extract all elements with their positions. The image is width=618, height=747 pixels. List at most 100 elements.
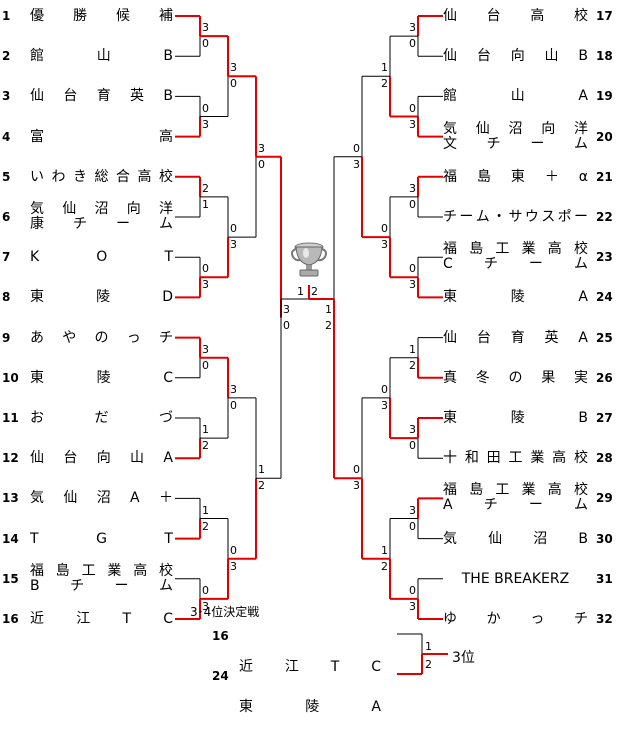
score: 3 [258, 141, 265, 155]
name-char: 英 [544, 329, 559, 346]
team-seed: 8 [2, 290, 11, 305]
name-char: A [578, 329, 588, 346]
score: 2 [325, 318, 332, 332]
name-char: の [94, 329, 109, 346]
name-char: 高 [133, 562, 148, 579]
name-char: 台 [476, 329, 491, 346]
name-char: 山 [510, 88, 525, 105]
name-char: ム [159, 216, 173, 232]
team-seed: 21 [596, 169, 613, 184]
name-char: ー [528, 497, 543, 514]
name-char: 島 [55, 562, 70, 579]
trophy-graphic [291, 242, 327, 277]
name-char: ー [528, 256, 543, 273]
name-char: や [62, 329, 77, 346]
team-seed: 9 [2, 330, 11, 345]
name-char: B [163, 88, 173, 105]
score: 0 [202, 101, 209, 115]
name-char: 工 [508, 450, 523, 467]
score: 3 [202, 117, 209, 131]
name-char: 陵 [305, 699, 320, 715]
name-char: 仙 [62, 201, 77, 217]
name-char: 校 [573, 241, 588, 258]
name-char: 仙 [443, 48, 457, 65]
name-char: 業 [530, 450, 545, 467]
team-seed: 5 [2, 169, 11, 184]
name-char: 洋 [574, 120, 588, 137]
name-char: チ [443, 209, 457, 225]
score: 2 [381, 77, 388, 91]
name-char: T [30, 530, 39, 547]
team-seed: 7 [2, 250, 11, 265]
team-seed: 20 [596, 129, 613, 144]
name-char: チ [159, 329, 173, 346]
name-char: ム [573, 256, 588, 273]
name-char: 台 [63, 88, 78, 105]
name-char: 勝 [73, 8, 87, 24]
score: 1 [325, 302, 332, 316]
name-char: ー [574, 209, 588, 225]
name-char: か [486, 611, 501, 627]
team-name-text: いわき総合高校 [30, 169, 173, 185]
score: 0 [258, 157, 265, 171]
team-seed: 29 [596, 491, 613, 506]
name-char: 合 [116, 168, 130, 185]
name-char: 仙 [443, 8, 457, 24]
name-char: 江 [76, 611, 91, 627]
score: 3 [409, 181, 416, 195]
score: 0 [230, 77, 237, 91]
name-char: 校 [159, 168, 173, 185]
third-place-score-bottom: 2 [425, 658, 432, 671]
name-char: 島 [469, 241, 484, 258]
bracket-lines [175, 15, 448, 675]
name-char: 冬 [475, 369, 490, 386]
team-name: チーム・サウスポー [443, 209, 588, 225]
score: 3 [409, 599, 416, 613]
score: 0 [230, 222, 237, 236]
name-char: 館 [30, 48, 44, 65]
score: 3 [230, 559, 237, 573]
name-char: 仙 [30, 88, 44, 105]
score: 2 [202, 439, 209, 453]
name-char: C [163, 611, 173, 627]
team-name-line: 気仙沼向洋 [443, 120, 588, 137]
name-char: 育 [510, 329, 525, 346]
team-name: 気仙沼向洋文チーム [443, 120, 588, 152]
name-char: 向 [541, 120, 556, 137]
team-seed: 1 [2, 9, 11, 23]
name-char: 沼 [533, 530, 548, 547]
name-char: 福 [443, 241, 457, 258]
name-char: っ [126, 329, 141, 346]
team-name: 十和田工業高校 [443, 450, 588, 466]
team-seed: 28 [596, 451, 613, 466]
team-seed: 18 [596, 49, 613, 64]
name-char: ム [475, 209, 490, 225]
final-score-left: 1 [297, 285, 304, 298]
score: 3 [230, 238, 237, 252]
name-char: 東 [443, 289, 457, 306]
score: 3 [409, 423, 416, 437]
name-char: A [163, 450, 173, 467]
name-char: A [578, 289, 588, 306]
name-char: 向 [126, 201, 141, 217]
name-char: T [164, 530, 173, 547]
name-char: 補 [159, 8, 173, 24]
name-char: 校 [158, 562, 173, 579]
final-score-right: 2 [311, 285, 318, 298]
name-char: 東 [30, 289, 44, 306]
name-char: D [162, 289, 173, 306]
name-char: 気 [443, 530, 457, 547]
team-name-line: 福島工業高校 [443, 483, 588, 498]
score: 3 [409, 503, 416, 517]
team-name-line: 康チーム [30, 217, 173, 232]
name-char: 島 [476, 168, 491, 185]
